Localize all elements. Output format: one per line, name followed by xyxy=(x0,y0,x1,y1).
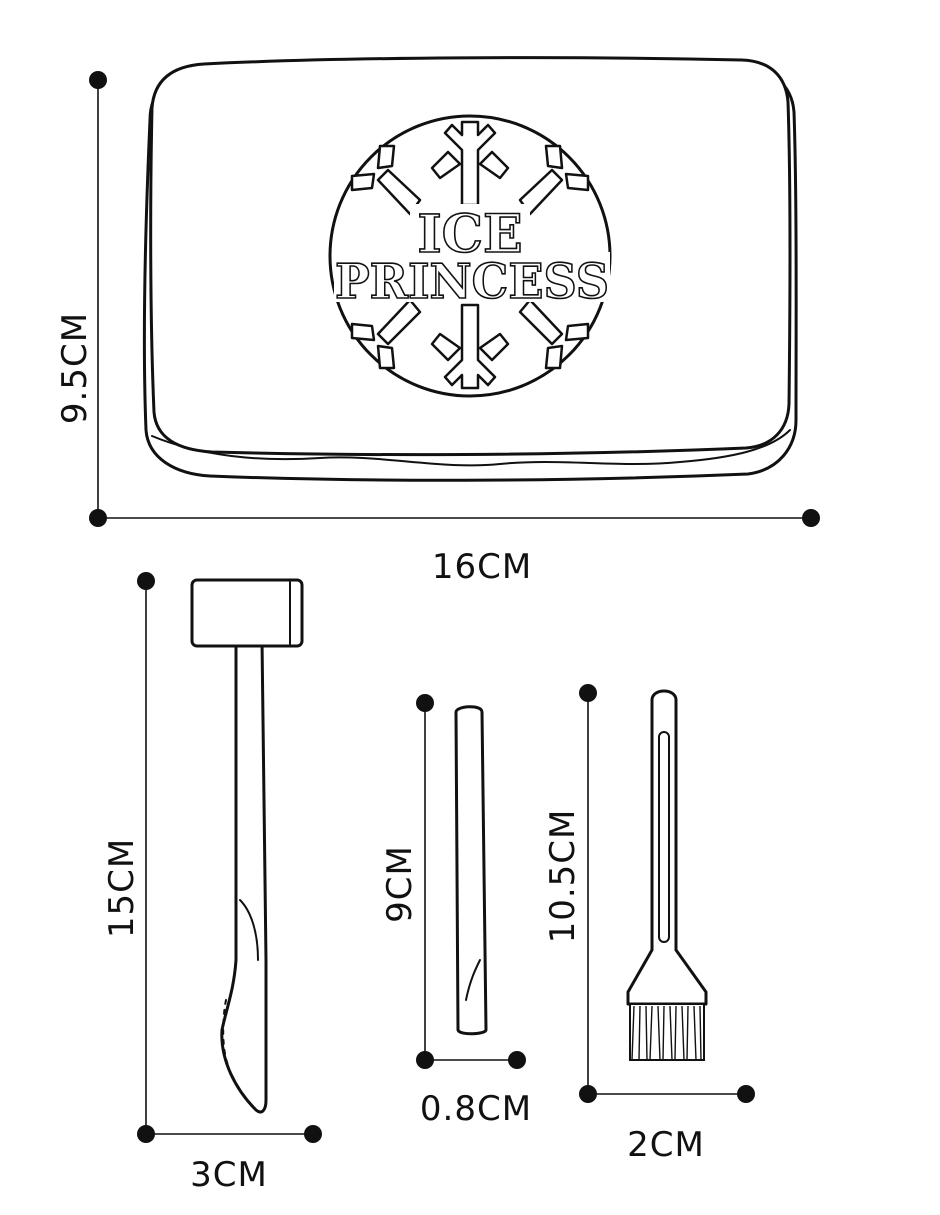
chisel-tool xyxy=(454,705,488,1036)
hammer-serration xyxy=(222,999,229,1066)
chisel-dimensions: 9CM 0.8CM xyxy=(380,694,532,1129)
hammer-highlight xyxy=(239,899,259,961)
chisel-body xyxy=(454,705,488,1036)
hammer-head xyxy=(190,578,304,648)
brush-handle xyxy=(626,689,708,1006)
dimension-dot xyxy=(579,1085,597,1103)
brush-height-label: 10.5CM xyxy=(543,809,583,944)
hammer-handle xyxy=(220,638,268,1114)
logo-text-backing xyxy=(410,204,530,254)
logo-line-princess: PRINCESS xyxy=(335,254,609,310)
hammer-height-label: 15CM xyxy=(102,838,142,938)
ice-block-edge xyxy=(151,429,791,467)
dimension-dot xyxy=(416,694,434,712)
dimension-dot xyxy=(137,1125,155,1143)
ice-block-dimensions: 9.5CM 16CM xyxy=(55,71,820,587)
brush-handle-slot xyxy=(658,731,670,943)
dimension-dot xyxy=(579,684,597,702)
dimension-dot xyxy=(508,1051,526,1069)
hammer-tool xyxy=(190,578,304,1114)
brush-width-label: 2CM xyxy=(627,1125,705,1165)
dimension-dot xyxy=(304,1125,322,1143)
snowflake-icon xyxy=(350,120,590,390)
logo-line-ice: ICE xyxy=(417,204,522,265)
brush-bristle-strokes xyxy=(631,1005,702,1061)
brush-dimensions: 10.5CM 2CM xyxy=(543,684,755,1165)
hammer-width-label: 3CM xyxy=(190,1155,268,1195)
dimension-dot xyxy=(89,71,107,89)
dimension-dot xyxy=(89,509,107,527)
brush-bristles xyxy=(629,1003,705,1061)
chisel-height-label: 9CM xyxy=(380,845,420,923)
dimension-dot xyxy=(737,1085,755,1103)
chisel-width-label: 0.8CM xyxy=(420,1089,532,1129)
ice-princess-emblem: ICE PRINCESS xyxy=(328,114,612,398)
ice-block-width-label: 16CM xyxy=(432,547,532,587)
logo-text-backing-2 xyxy=(334,252,610,302)
dimension-dot xyxy=(416,1051,434,1069)
dimension-dot xyxy=(137,572,155,590)
brush-tool xyxy=(626,689,708,1061)
hammer-dimensions: 15CM 3CM xyxy=(102,572,322,1195)
ice-block-height-label: 9.5CM xyxy=(55,312,95,424)
dimension-dot xyxy=(802,509,820,527)
chisel-highlight xyxy=(465,959,481,1001)
ice-block: ICE PRINCESS xyxy=(142,56,798,482)
